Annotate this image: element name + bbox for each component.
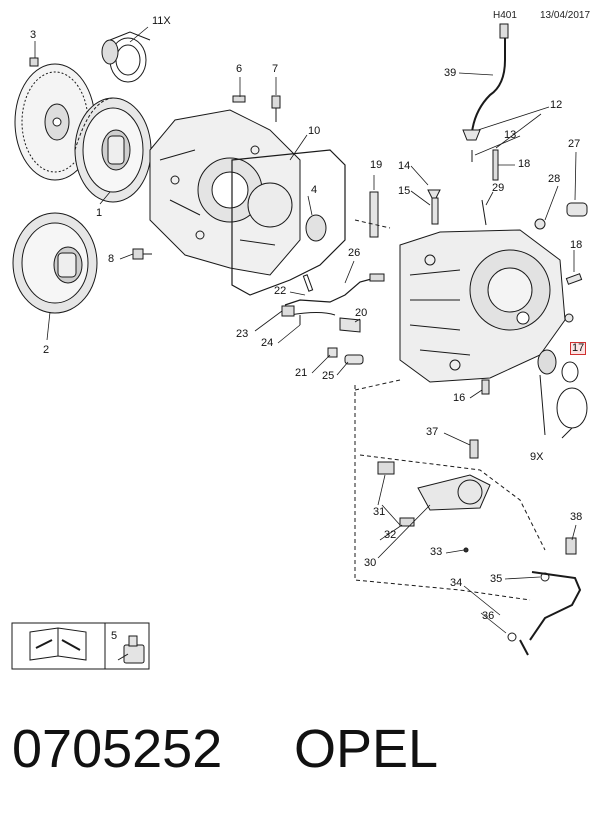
callout-28: 28 xyxy=(548,173,561,185)
bolt-16 xyxy=(481,379,490,395)
fluid-bottle-icon xyxy=(117,635,145,664)
callout-1: 1 xyxy=(96,207,103,219)
callout-7: 7 xyxy=(272,63,279,75)
callout-22: 22 xyxy=(274,285,287,297)
seal-kit-11x xyxy=(101,31,151,83)
callout-26: 26 xyxy=(348,247,361,259)
valve-parts xyxy=(369,189,487,238)
callout-33: 33 xyxy=(430,546,443,558)
diagram-date: 13/04/2017 xyxy=(540,10,591,21)
callout-32: 32 xyxy=(384,529,397,541)
callout-34: 34 xyxy=(450,577,463,589)
callout-39: 39 xyxy=(444,67,457,79)
callout-12: 12 xyxy=(550,99,563,111)
wiring-harness xyxy=(281,273,385,325)
diagram-code: H401 xyxy=(493,10,517,21)
callout-21: 21 xyxy=(295,367,308,379)
callout-38: 38 xyxy=(570,511,583,523)
callout-8: 8 xyxy=(108,253,115,265)
callout-31: 31 xyxy=(373,506,386,518)
callout-10: 10 xyxy=(308,125,321,137)
legend-item-number: 5 xyxy=(111,630,118,642)
callout-3: 3 xyxy=(30,29,37,41)
callout-20: 20 xyxy=(355,307,368,319)
callout-19: 19 xyxy=(370,159,383,171)
callout-23: 23 xyxy=(236,328,249,340)
callout-35: 35 xyxy=(490,573,503,585)
callout-36: 36 xyxy=(482,610,495,622)
bolt-parts xyxy=(29,57,281,260)
callout-16: 16 xyxy=(453,392,466,404)
case-gasket xyxy=(231,149,346,296)
transmission-housing xyxy=(399,229,566,383)
callout-14: 14 xyxy=(398,160,411,172)
dipstick-tube xyxy=(462,23,509,181)
torque-converter-2 xyxy=(12,212,98,314)
torque-converter-1 xyxy=(74,97,152,203)
leader-lines xyxy=(34,26,577,634)
callout-4: 4 xyxy=(311,184,318,196)
callout-25: 25 xyxy=(322,370,335,382)
seal-4 xyxy=(305,214,327,242)
callout-30: 30 xyxy=(364,557,377,569)
callout-29: 29 xyxy=(492,182,505,194)
callout-13: 13 xyxy=(504,129,517,141)
seal-kit-9x xyxy=(537,349,588,439)
callout-24: 24 xyxy=(261,337,274,349)
legend-box xyxy=(11,622,150,670)
callout-15: 15 xyxy=(398,185,411,197)
brand-name: OPEL xyxy=(294,719,439,779)
callout-2: 2 xyxy=(43,344,50,356)
callout-17-highlighted: 17 xyxy=(570,342,587,355)
callout-18-top: 18 xyxy=(518,158,531,170)
callout-18-right: 18 xyxy=(570,239,583,251)
callout-27: 27 xyxy=(568,138,581,150)
service-manual-tools-icon xyxy=(29,627,87,661)
part-number: 0705252 xyxy=(12,719,223,779)
callout-6: 6 xyxy=(236,63,243,75)
plug-parts xyxy=(534,202,588,323)
dashed-assembly-frame xyxy=(354,385,546,601)
cooler-lines xyxy=(377,439,582,656)
callout-37: 37 xyxy=(426,426,439,438)
transmission-case xyxy=(149,109,301,276)
callout-9x: 9X xyxy=(530,451,544,463)
fittings xyxy=(327,317,364,365)
callout-11x: 11X xyxy=(152,15,171,27)
